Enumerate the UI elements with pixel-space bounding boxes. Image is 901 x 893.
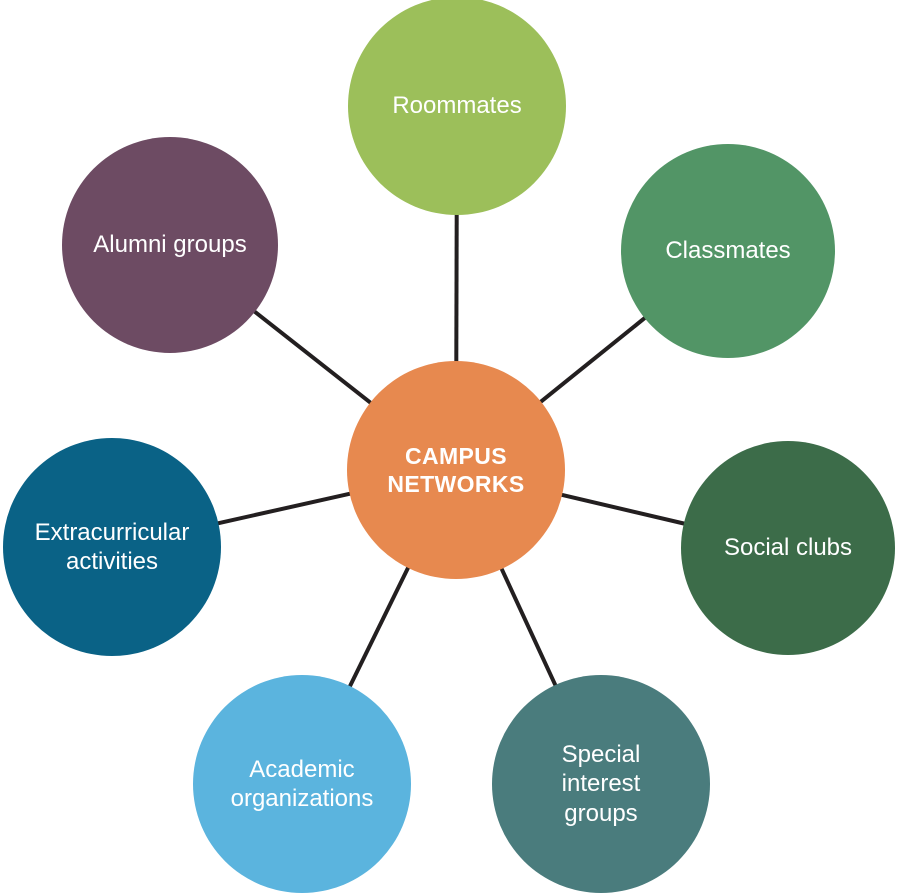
spoke-line-social-clubs [560, 492, 686, 526]
satellite-node-roommates[interactable]: Roommates [348, 0, 566, 215]
satellite-node-alumni-groups[interactable]: Alumni groups [62, 137, 278, 353]
spoke-line-special-interest-groups [499, 567, 558, 687]
label-line-1: Alumni groups [93, 231, 247, 259]
label-line-3: groups [564, 799, 638, 827]
label-line-1: Special [561, 741, 641, 769]
spoke-line-academic-organizations [347, 566, 411, 688]
label-line-2: organizations [230, 785, 374, 812]
satellite-node-label-roommates: Roommates [384, 91, 529, 120]
label-line-1: Extracurricular [34, 518, 190, 546]
spoke-line-alumni-groups [252, 309, 373, 405]
label-line-1: Classmates [665, 237, 791, 265]
label-line-1: Academic [249, 755, 355, 783]
hub-label-line-1: CAMPUS [404, 442, 508, 469]
label-line-2: interest [561, 770, 641, 798]
label-line-1: Roommates [392, 92, 522, 120]
satellite-node-label-alumni-groups: Alumni groups [85, 230, 254, 259]
satellite-node-classmates[interactable]: Classmates [621, 144, 835, 358]
spoke-line-extracurricular-activities [216, 491, 352, 526]
satellite-node-label-social-clubs: Social clubs [716, 533, 860, 562]
hub-label-line-2: NETWORKS [387, 471, 525, 497]
satellite-node-label-classmates: Classmates [657, 236, 798, 265]
satellite-node-social-clubs[interactable]: Social clubs [681, 441, 895, 655]
label-line-2: activities [65, 548, 158, 575]
spoke-line-classmates [538, 315, 647, 404]
label-line-1: Social clubs [723, 534, 853, 562]
